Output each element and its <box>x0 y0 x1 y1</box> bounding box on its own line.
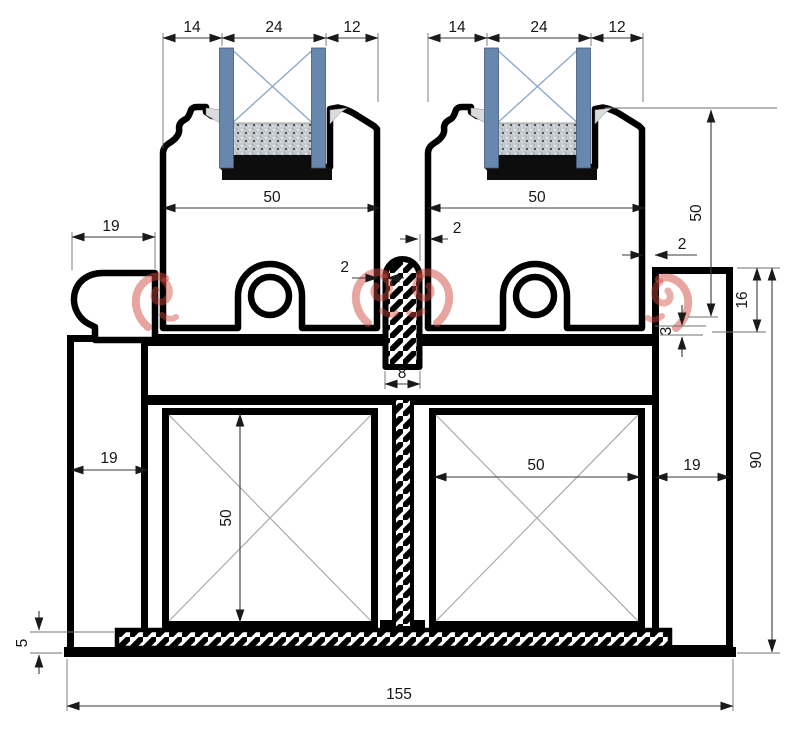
dim-right-jamb-width: 19 <box>683 457 700 474</box>
dim-right-bead-left: 14 <box>448 19 466 36</box>
dim-gap-right: 2 <box>678 236 687 253</box>
dim-right-chamber-width: 50 <box>527 457 545 474</box>
dim-gap-left: 2 <box>340 259 349 276</box>
dimension-labels: 14 24 12 14 24 12 50 50 19 2 2 2 8 50 16… <box>14 19 765 703</box>
outer-frame <box>64 267 736 657</box>
hollow-chamber-right <box>429 408 645 628</box>
dim-frame-height: 90 <box>748 451 765 469</box>
frame-bottom-web <box>64 647 736 657</box>
dim-right-glazing: 24 <box>530 19 548 36</box>
dim-track-clearance: 3 <box>658 327 675 336</box>
dim-sash-height: 50 <box>688 204 705 222</box>
left-sash <box>163 48 377 328</box>
base-strip-hatched <box>114 627 673 651</box>
dim-right-bead-right: 12 <box>608 19 625 36</box>
hollow-chamber-left <box>162 408 378 628</box>
right-sash <box>428 48 642 328</box>
dim-base-strip-height: 5 <box>14 639 31 648</box>
dim-left-glazing: 24 <box>265 19 283 36</box>
dim-left-bead-left: 14 <box>183 19 201 36</box>
dim-overall-width: 155 <box>386 686 412 703</box>
dim-left-sash-width: 50 <box>263 189 281 206</box>
dim-gap-center: 2 <box>453 220 462 237</box>
dim-left-upstand-width: 19 <box>102 218 119 235</box>
dim-left-chamber-height: 50 <box>218 509 235 527</box>
dim-astragal-width: 8 <box>398 365 407 382</box>
center-mullion-lower <box>380 396 425 630</box>
dimension-lines <box>34 33 777 711</box>
dim-right-sash-width: 50 <box>528 189 546 206</box>
dim-right-upstand-height: 16 <box>734 291 751 308</box>
dim-left-bead-right: 12 <box>343 19 360 36</box>
frame-left-wall <box>67 335 148 654</box>
dim-left-wall-width: 19 <box>100 450 117 467</box>
